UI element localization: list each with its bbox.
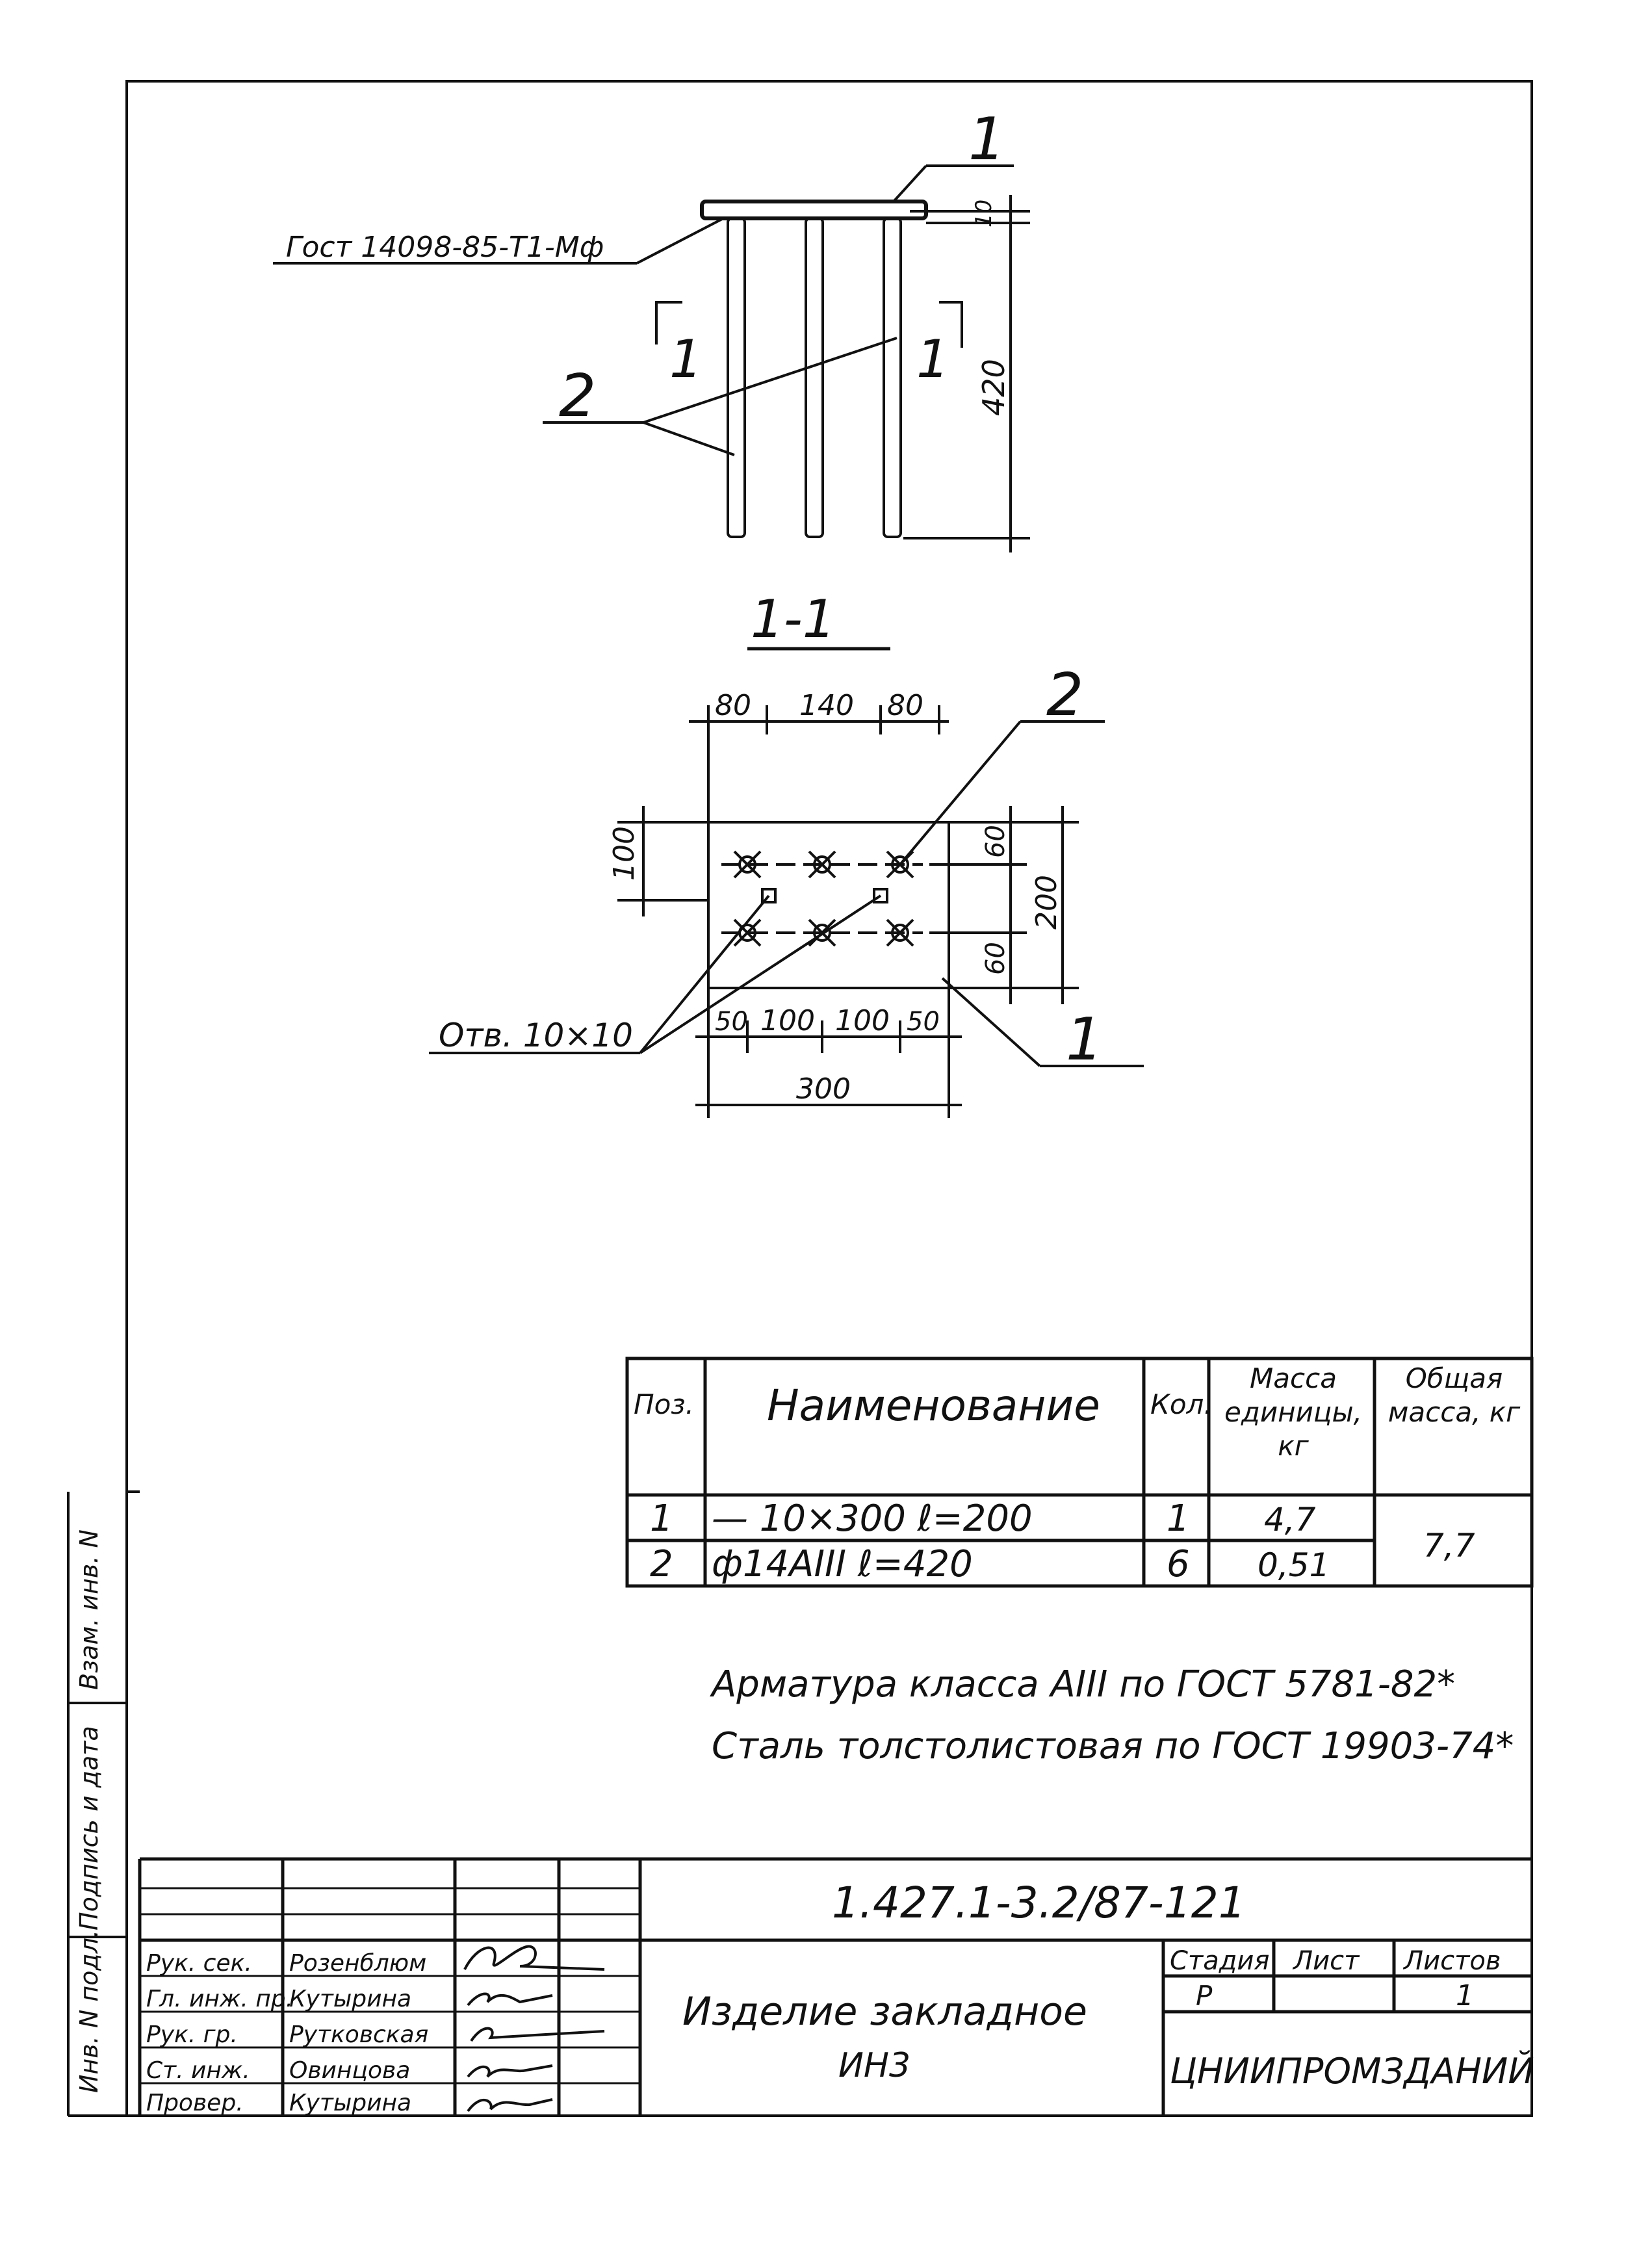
section-mark-right: 1 [916,329,949,389]
row1-unit-mass: 4,7 [1264,1501,1316,1539]
bar-middle [805,217,824,538]
hole-left [761,888,777,903]
dim-plate-thickness: 10 [971,200,997,227]
name-3: Рутковская [289,2021,428,2048]
bar-left [727,217,746,538]
spec-table [625,1357,1534,1588]
sheet-frame [125,80,1533,2117]
role-1: Рук. сек. [146,1950,252,1977]
dim-bottom-100-right: 100 [835,1004,890,1037]
name-2: Кутырина [289,1986,411,2012]
header-pos: Поз. [634,1388,694,1420]
header-unit-mass: Масса единицы, кг [1224,1362,1363,1462]
dim-right-200: 200 [1030,875,1063,929]
organization: ЦНИИПРОМЗДАНИЙ [1170,2051,1534,2092]
name-5: Кутырина [289,2090,411,2116]
header-name: Наименование [767,1381,1100,1431]
dim-right-60-top: 60 [981,825,1011,858]
role-4: Ст. инж. [146,2057,250,2084]
row2-unit-mass: 0,51 [1258,1546,1330,1584]
row2-name: ф14АIII ℓ=420 [712,1543,973,1585]
position-1-label: 1 [968,105,1005,174]
dim-top-80-left: 80 [715,689,751,722]
side-inv-orig: Инв. N подл. [75,1930,103,2093]
dim-bottom-300: 300 [796,1072,851,1106]
name-4: Овинцова [289,2057,410,2084]
dim-top-140: 140 [799,689,854,722]
spec-table-headers: Поз. Наименование Кол. Масса единицы, кг… [634,1362,1521,1462]
section-title: 1-1 [751,589,836,649]
side-stamp: Инв. N подл. Подпись и дата Взам. инв. N [75,1529,103,2093]
title-block-text: 1.427.1-3.2/87-121 Изделие закладное ИН3… [146,1878,1534,2116]
section-position-1: 1 [1066,1006,1103,1074]
row2-pos: 2 [650,1543,673,1585]
sheets-header: Листов [1402,1946,1501,1976]
section-mark-left: 1 [669,329,703,389]
title-line1: Изделие закладное [682,1989,1087,2034]
title-line2: ИН3 [838,2046,910,2085]
row1-pos: 1 [650,1498,673,1540]
side-sign-date: Подпись и дата [75,1726,103,1930]
row2-qty: 6 [1167,1543,1190,1585]
side-inv-replace: Взам. инв. N [75,1529,103,1690]
title-block [138,1857,1532,2116]
notes: Арматура класса АIII по ГОСТ 5781-82* Ст… [710,1663,1514,1767]
total-mass: 7,7 [1423,1527,1475,1565]
role-2: Гл. инж. пр. [146,1986,293,2012]
hole-note: Отв. 10×10 [439,1017,633,1054]
plate-section [707,821,950,989]
signatures [463,1945,605,2112]
header-total-mass: Общая масса, кг [1387,1362,1521,1428]
dim-bottom-50-right: 50 [907,1007,940,1037]
row1-qty: 1 [1167,1498,1190,1540]
note-rebar: Арматура класса АIII по ГОСТ 5781-82* [710,1663,1455,1706]
header-qty: Кол. [1150,1388,1213,1420]
row1-name: — 10×300 ℓ=200 [712,1498,1033,1540]
dim-right-60-bottom: 60 [981,942,1011,975]
stage-value: Р [1196,1980,1213,2012]
dim-top-80-right: 80 [887,689,923,722]
section-view [429,705,1144,1118]
plate-1 [700,200,928,220]
spec-table-rows: 1 — 10×300 ℓ=200 1 4,7 2 ф14АIII ℓ=420 6… [650,1498,1475,1585]
sheet-header: Лист [1292,1946,1360,1976]
sheets-value: 1 [1456,1979,1474,2012]
elevation-view [273,164,1030,552]
hole-right [873,888,888,903]
section-position-2: 2 [1046,661,1083,729]
dim-bar-length: 420 [976,359,1011,416]
name-1: Розенблюм [289,1950,426,1977]
dim-bottom-50-left: 50 [715,1007,748,1037]
role-5: Провер. [146,2090,244,2116]
doc-code: 1.427.1-3.2/87-121 [832,1878,1246,1928]
dim-bottom-100-left: 100 [760,1004,815,1037]
note-steel: Сталь толстолистовая по ГОСТ 19903-74* [712,1725,1514,1767]
role-3: Рук. гр. [146,2021,238,2048]
bar-right [883,217,902,538]
stage-header: Стадия [1170,1946,1269,1976]
position-2-label: 2 [559,362,596,430]
dim-left-100: 100 [608,826,641,881]
gost-callout: Гост 14098-85-Т1-Мф [286,231,604,264]
